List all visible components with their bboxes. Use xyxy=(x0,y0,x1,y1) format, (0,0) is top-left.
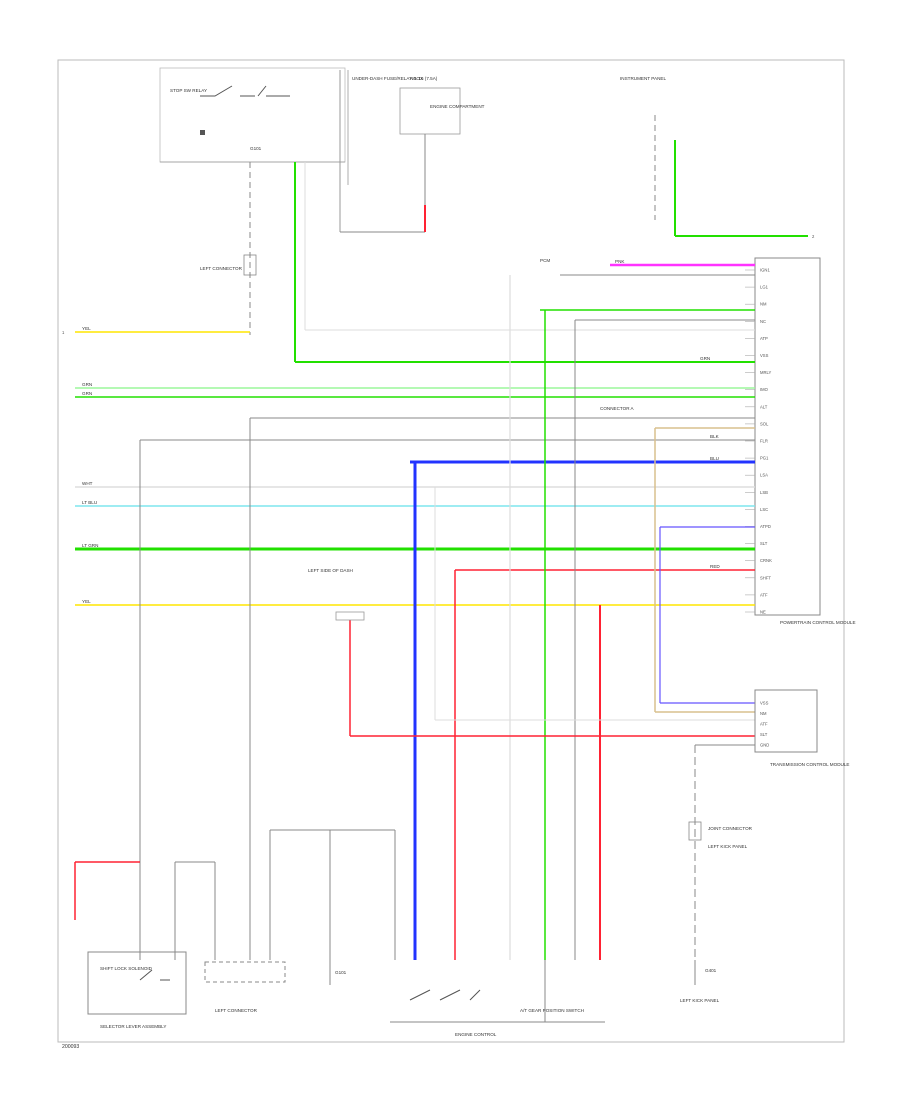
tcm-block: TRANSMISSION CONTROL MODULE VSS NM ATF SLT G… xyxy=(754,689,849,767)
pcm-pin-label: ATF xyxy=(760,592,768,597)
wire-label-11: RED xyxy=(710,564,720,569)
right-connector-label: JOINT CONNECTOR xyxy=(708,826,753,831)
bottom-center-label: ENGINE CONTROL xyxy=(455,1032,497,1037)
pcm-mid-label: CONNECTOR A xyxy=(600,406,635,411)
pcm-pin-label: SLT xyxy=(760,541,768,546)
relay-label: STOP SW RELAY xyxy=(170,88,207,93)
tcm-label: TRANSMISSION CONTROL MODULE xyxy=(770,762,849,767)
pcm-pin-label: ALT xyxy=(760,404,768,409)
relay-sub-label: G101 xyxy=(250,146,262,151)
pcm-pin-label: FLR xyxy=(760,439,768,444)
wire-label-4: WHT xyxy=(82,481,93,486)
pcm-pin-label: CRNK xyxy=(760,558,772,563)
footer-code: 200093 xyxy=(62,1044,79,1050)
kick-panel-label: LEFT KICK PANEL xyxy=(708,844,748,849)
wire-label-10: BLU xyxy=(710,456,719,461)
gear-switch-label: A/T GEAR POSITION SWITCH xyxy=(520,1008,584,1013)
wire-label-5: LT BLU xyxy=(82,500,97,505)
pcm-top-label: PCM xyxy=(540,258,550,263)
wire-label-2: GRN xyxy=(82,382,92,387)
pcm-pin-label: IMO xyxy=(760,387,769,392)
wire-label-7: YEL xyxy=(82,599,91,604)
fuse-label: No. 15 (7.5A) xyxy=(410,76,438,81)
top-right-terminal: 2 xyxy=(812,234,815,239)
pcm-pin-label: LSC xyxy=(760,507,768,512)
pcm-pin-label: LSA xyxy=(760,473,768,478)
sheet-terminal-1: 1 xyxy=(62,330,65,335)
pcm-pin-label: SHFT xyxy=(760,575,771,580)
tcm-pin-label: VSS xyxy=(760,701,769,706)
kick-panel-bottom-label: LEFT KICK PANEL xyxy=(680,998,720,1003)
wire-label-3: GRN xyxy=(82,391,92,396)
tcm-pin-label: GND xyxy=(760,743,769,748)
left-wire-labels: YEL GRN GRN WHT LT BLU LT GRN YEL 1 xyxy=(62,326,98,604)
tcm-pin-label: SLT xyxy=(760,732,768,737)
ignition-note: UNDER-DASH FUSE/RELAY BOX xyxy=(339,70,423,232)
pcm-pin-label: ATPD xyxy=(760,524,771,529)
top-right-note-text: INSTRUMENT PANEL xyxy=(620,76,666,81)
ground-g401: G401 LEFT KICK PANEL xyxy=(680,960,720,1003)
ground-g101: G101 xyxy=(329,960,347,985)
fuse-note: ENGINE COMPARTMENT xyxy=(430,104,485,109)
top-right-note: INSTRUMENT PANEL 2 xyxy=(620,76,815,239)
mid-connector: LEFT SIDE OF DASH xyxy=(308,568,365,621)
pcm-pin-label: SOL xyxy=(760,421,769,426)
ground-g101-label: G101 xyxy=(335,970,347,975)
ignition-note-text: UNDER-DASH FUSE/RELAY BOX xyxy=(352,76,423,81)
right-wire-labels: GRN PNK BLU RED BLK xyxy=(615,259,720,569)
pcm-pin-label: NM xyxy=(760,302,767,307)
pcm-pin-label: ATP xyxy=(760,336,768,341)
left-connector-label: LEFT CONNECTOR xyxy=(200,266,243,271)
shift-lock-label: SHIFT LOCK SOLENOID xyxy=(100,966,153,971)
diagram-border xyxy=(57,59,845,1043)
fuse-box: No. 15 (7.5A) ENGINE COMPARTMENT xyxy=(340,76,485,233)
wire-label-6: LT GRN xyxy=(82,543,98,548)
wire-label-12: BLK xyxy=(710,434,720,439)
left-connector-top: LEFT CONNECTOR xyxy=(200,162,257,335)
left-connector-bottom: LEFT CONNECTOR xyxy=(204,961,286,1013)
selector-lever: SHIFT LOCK SOLENOID SELECTOR LEVER ASSEM… xyxy=(87,951,187,1029)
right-connector: JOINT CONNECTOR LEFT KICK PANEL xyxy=(688,821,753,849)
pcm-label: POWERTRAIN CONTROL MODULE xyxy=(780,620,856,625)
tcm-pin-label: ATF xyxy=(760,722,768,727)
wire-label-1: YEL xyxy=(82,326,91,331)
tcm-pin-label: NM xyxy=(760,711,767,716)
pcm-pin-label: PG1 xyxy=(760,456,769,461)
gear-switch: ENGINE CONTROL A/T GEAR POSITION SWITCH xyxy=(390,960,605,1037)
ground-g401-label: G401 xyxy=(705,968,717,973)
pcm-pin-label: NC xyxy=(760,319,766,324)
pcm-pin-label: VSS xyxy=(760,353,769,358)
left-connector-bottom-label: LEFT CONNECTOR xyxy=(215,1008,258,1013)
tcm-pin-list: VSS NM ATF SLT GND xyxy=(760,701,769,748)
pcm-block: POWERTRAIN CONTROL MODULE PCM CONNECTOR … xyxy=(540,257,856,625)
brake-switch-box: STOP SW RELAY G101 xyxy=(159,67,346,163)
wire-label-9: PNK xyxy=(615,259,625,264)
selector-label: SELECTOR LEVER ASSEMBLY xyxy=(100,1024,166,1029)
pcm-pin-label: NE xyxy=(760,610,766,615)
pcm-pin-label: IGN1 xyxy=(760,268,770,273)
pcm-pin-label: LG1 xyxy=(760,285,769,290)
pcm-pin-label: MRLY xyxy=(760,370,772,375)
pcm-wires xyxy=(75,257,820,606)
vertical-wires xyxy=(74,162,755,960)
pcm-pin-label: LSB xyxy=(760,490,768,495)
wire-label-8: GRN xyxy=(700,356,710,361)
mid-connector-label: LEFT SIDE OF DASH xyxy=(308,568,353,573)
